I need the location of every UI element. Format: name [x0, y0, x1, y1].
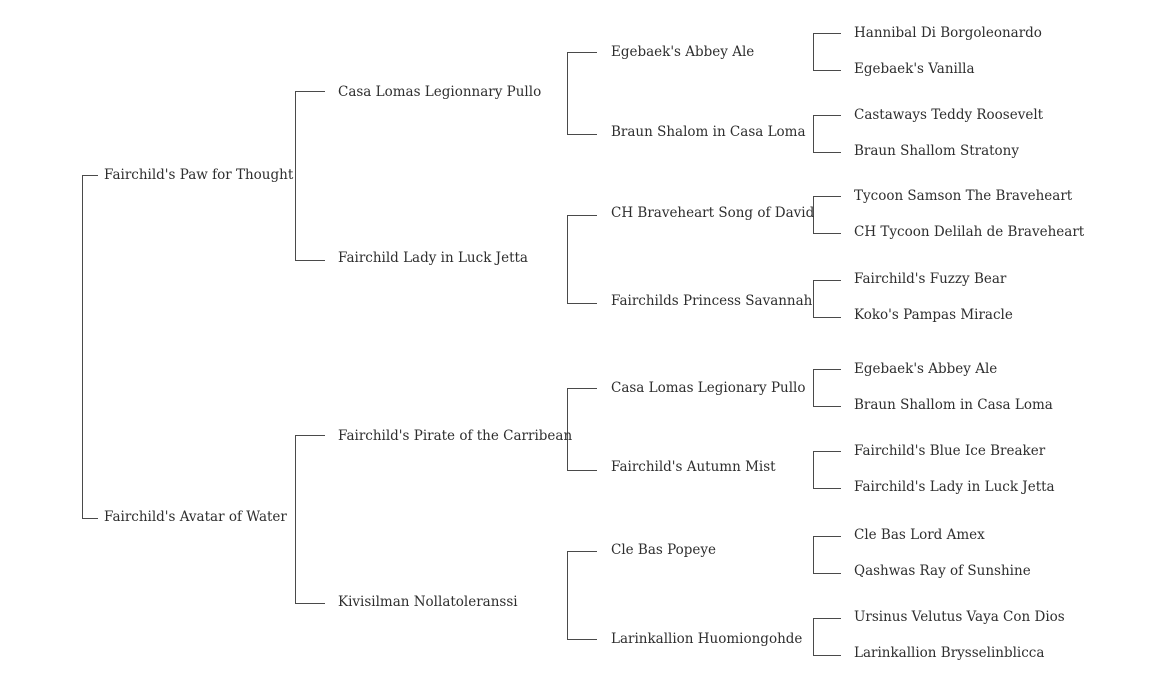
- generation4-name: Egebaek's Abbey Ale: [854, 361, 998, 377]
- generation4-name: Braun Shallom Stratony: [854, 143, 1019, 159]
- generation3-name: Larinkallion Huomiongohde: [611, 631, 803, 647]
- connector-gen4-f: [813, 451, 841, 489]
- generation4-name: Castaways Teddy Roosevelt: [854, 107, 1044, 123]
- generation4-name: Larinkallion Brysselinblicca: [854, 645, 1045, 661]
- generation2-name: Kivisilman Nollatoleranssi: [338, 594, 518, 610]
- generation4-name: Cle Bas Lord Amex: [854, 527, 985, 543]
- connector-gen2-a: [295, 91, 325, 261]
- generation4-name: Tycoon Samson The Braveheart: [854, 188, 1073, 204]
- generation4-name: Fairchild's Blue Ice Breaker: [854, 443, 1046, 459]
- connector-gen4-b: [813, 115, 841, 153]
- connector-gen4-d: [813, 280, 841, 318]
- connector-gen1: [82, 175, 98, 519]
- connector-gen2-b: [295, 435, 325, 604]
- connector-gen4-c: [813, 196, 841, 234]
- connector-gen4-g: [813, 536, 841, 574]
- generation4-name: Koko's Pampas Miracle: [854, 307, 1013, 323]
- generation4-name: Hannibal Di Borgoleonardo: [854, 25, 1042, 41]
- connector-gen4-h: [813, 618, 841, 656]
- connector-gen4-a: [813, 33, 841, 71]
- generation3-name: Fairchild's Autumn Mist: [611, 459, 776, 475]
- generation3-name: Fairchilds Princess Savannah: [611, 293, 813, 309]
- generation4-name: CH Tycoon Delilah de Braveheart: [854, 224, 1085, 240]
- generation3-name: Braun Shalom in Casa Loma: [611, 124, 806, 140]
- generation4-name: Egebaek's Vanilla: [854, 61, 975, 77]
- generation4-name: Qashwas Ray of Sunshine: [854, 563, 1031, 579]
- connector-gen3-b: [567, 215, 597, 304]
- generation2-name: Fairchild's Pirate of the Carribean: [338, 428, 573, 444]
- generation3-name: Casa Lomas Legionary Pullo: [611, 380, 806, 396]
- generation2-name: Fairchild Lady in Luck Jetta: [338, 250, 528, 266]
- generation3-name: CH Braveheart Song of David: [611, 205, 815, 221]
- connector-gen3-a: [567, 52, 597, 135]
- generation4-name: Fairchild's Fuzzy Bear: [854, 271, 1007, 287]
- generation3-name: Cle Bas Popeye: [611, 542, 717, 558]
- generation3-name: Egebaek's Abbey Ale: [611, 44, 755, 60]
- connector-gen3-c: [567, 388, 597, 471]
- generation4-name: Braun Shallom in Casa Loma: [854, 397, 1053, 413]
- generation2-name: Casa Lomas Legionnary Pullo: [338, 84, 542, 100]
- connector-gen4-e: [813, 369, 841, 407]
- generation1-name: Fairchild's Avatar of Water: [104, 509, 287, 525]
- generation1-name: Fairchild's Paw for Thought: [104, 167, 294, 183]
- generation4-name: Ursinus Velutus Vaya Con Dios: [854, 609, 1065, 625]
- generation4-name: Fairchild's Lady in Luck Jetta: [854, 479, 1055, 495]
- connector-gen3-d: [567, 551, 597, 640]
